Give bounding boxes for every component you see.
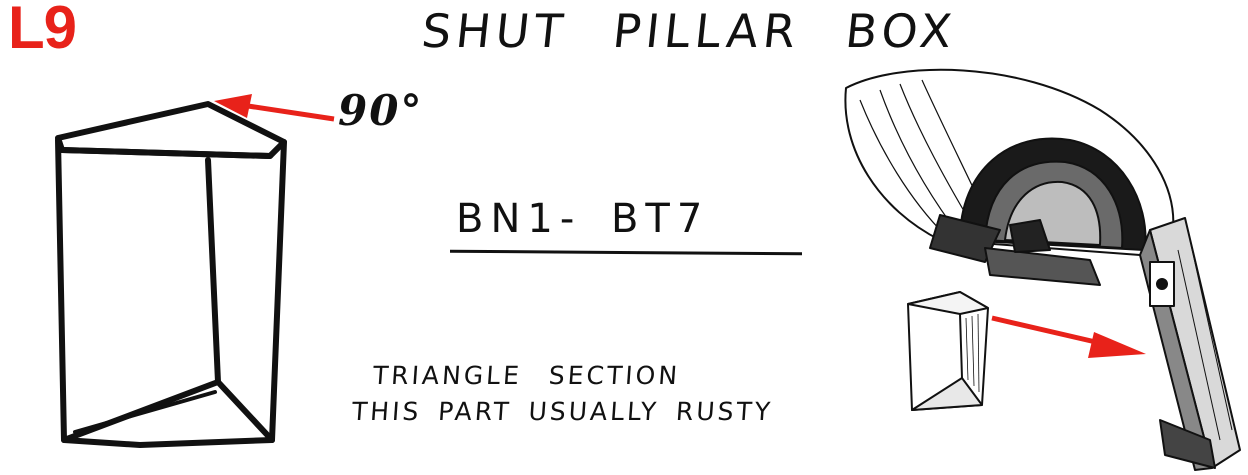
triangle-section-small <box>907 291 989 411</box>
triangle-section-large <box>55 101 287 448</box>
wing-pillar-illustration <box>844 68 1241 471</box>
part-code-label: L9 <box>8 0 77 61</box>
section-note-line1: TRIANGLE SECTION <box>371 361 682 390</box>
apex-arrow <box>214 94 335 122</box>
model-range-label: BN1- BT7 <box>456 196 710 242</box>
pillar-arrow <box>991 315 1146 358</box>
section-note-line2: THIS PART USUALLY RUSTY <box>350 397 775 426</box>
angle-annotation: 90° <box>338 86 424 135</box>
diagram-title: SHUT PILLAR BOX <box>419 4 960 58</box>
